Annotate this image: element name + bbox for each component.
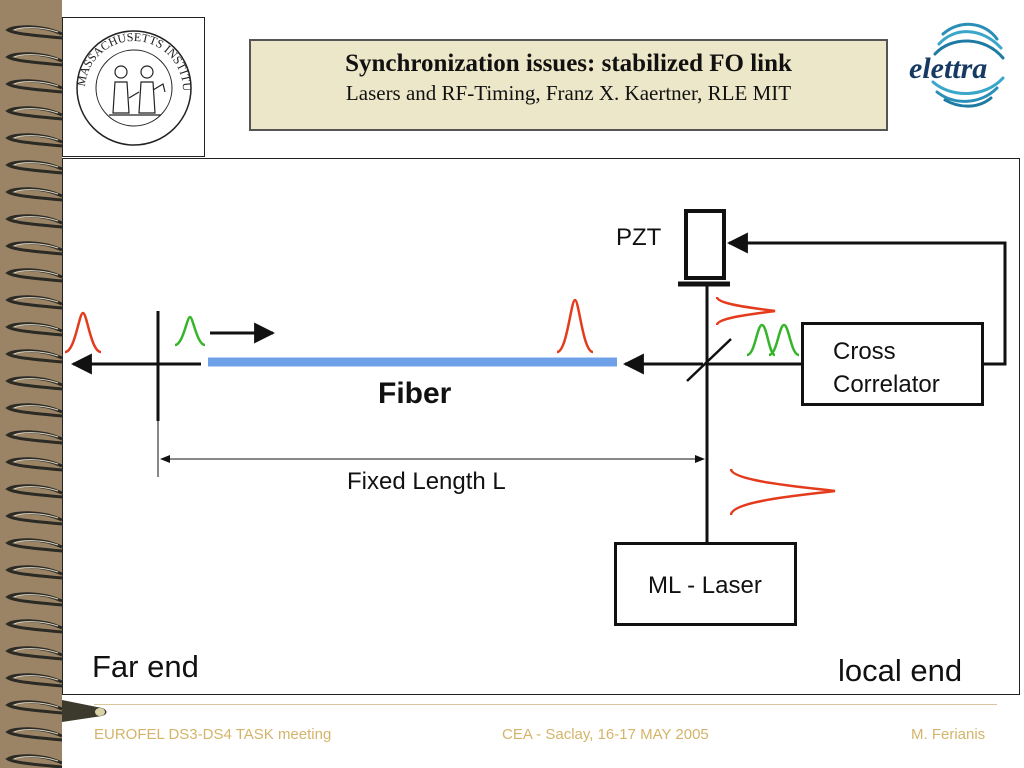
spiral-loop-highlight bbox=[13, 270, 59, 276]
spiral-loop-highlight bbox=[13, 567, 59, 573]
pulse-red-reflected bbox=[715, 296, 776, 326]
cross-correlator-label: Cross Correlator bbox=[833, 335, 940, 401]
spiral-loop-highlight bbox=[13, 405, 59, 411]
spiral-loop bbox=[5, 322, 62, 337]
footer-author: M. Ferianis bbox=[911, 726, 986, 743]
spiral-loop bbox=[5, 214, 62, 229]
spiral-loop bbox=[5, 673, 62, 688]
spiral-loop bbox=[5, 754, 62, 768]
cross-correlator-box: Cross Correlator bbox=[801, 322, 984, 406]
footer-location-date: CEA - Saclay, 16-17 MAY 2005 bbox=[502, 726, 709, 743]
spiral-loop-highlight bbox=[13, 243, 59, 249]
ml-laser-box: ML - Laser bbox=[614, 542, 797, 626]
spiral-loop-highlight bbox=[13, 486, 59, 492]
footer-divider bbox=[94, 704, 997, 705]
spiral-loop-highlight bbox=[13, 594, 59, 600]
spiral-loop-highlight bbox=[13, 297, 59, 303]
spiral-loop bbox=[5, 592, 62, 607]
spiral-loop-highlight bbox=[13, 432, 59, 438]
spiral-loop-highlight bbox=[13, 27, 59, 33]
spiral-loop-highlight bbox=[13, 216, 59, 222]
spiral-binding bbox=[0, 0, 62, 768]
elettra-swirl-icon: elettra bbox=[909, 22, 1005, 108]
pen-nib-icon bbox=[62, 700, 107, 722]
spiral-loop bbox=[5, 484, 62, 499]
spiral-loop-highlight bbox=[13, 162, 59, 168]
spiral-loop bbox=[5, 52, 62, 67]
spiral-loop-highlight bbox=[13, 702, 59, 708]
spiral-loop bbox=[5, 25, 62, 40]
spiral-loop bbox=[5, 106, 62, 121]
spiral-loop bbox=[5, 727, 62, 742]
spiral-loop-highlight bbox=[13, 54, 59, 60]
pzt-actuator bbox=[684, 209, 726, 280]
pulse-green-1 bbox=[746, 323, 776, 357]
pulse-red-laser bbox=[729, 468, 836, 516]
spiral-loop bbox=[5, 133, 62, 148]
spiral-loop bbox=[5, 160, 62, 175]
spiral-loop-highlight bbox=[13, 135, 59, 141]
diagram: PZT Fiber Fixed Length L ML - Laser Cros… bbox=[62, 158, 1020, 695]
spiral-loop-highlight bbox=[13, 675, 59, 681]
pzt-label: PZT bbox=[616, 224, 662, 251]
spiral-loop bbox=[5, 376, 62, 391]
spiral-loop-highlight bbox=[13, 324, 59, 330]
ml-laser-label: ML - Laser bbox=[648, 572, 762, 599]
pulse-green-2 bbox=[768, 323, 800, 357]
spiral-loop bbox=[5, 403, 62, 418]
spiral-loop-highlight bbox=[13, 189, 59, 195]
spiral-loop-highlight bbox=[13, 81, 59, 87]
spiral-loop-highlight bbox=[13, 756, 59, 762]
beamsplitter bbox=[686, 338, 732, 382]
spiral-loop-highlight bbox=[13, 378, 59, 384]
spiral-loop bbox=[5, 646, 62, 661]
pulse-red-fiber bbox=[556, 298, 594, 354]
fixed-length-label: Fixed Length L bbox=[347, 468, 506, 495]
diagram-graphic bbox=[64, 209, 1007, 542]
pulse-green-far bbox=[174, 315, 206, 347]
spiral-loop bbox=[5, 430, 62, 445]
mit-seal-text: MASSACHUSETTS INSTITUTE OF TECHNOLOGY bbox=[63, 18, 194, 92]
mit-seal-icon: MASSACHUSETTS INSTITUTE OF TECHNOLOGY bbox=[59, 7, 194, 146]
local-end-label: local end bbox=[838, 653, 963, 688]
spiral-loop bbox=[5, 295, 62, 310]
spiral-loop-highlight bbox=[13, 621, 59, 627]
elettra-wordmark: elettra bbox=[909, 52, 987, 85]
spiral-loop-highlight bbox=[13, 108, 59, 114]
mit-logo: MASSACHUSETTS INSTITUTE OF TECHNOLOGY bbox=[59, 7, 205, 157]
elettra-logo: elettra bbox=[905, 14, 1010, 109]
footer-event: EUROFEL DS3-DS4 TASK meeting bbox=[94, 726, 332, 743]
spiral-loop bbox=[5, 187, 62, 202]
spiral-loop bbox=[5, 241, 62, 256]
cross-correlator-line2: Correlator bbox=[833, 371, 940, 398]
slide-subtitle: Lasers and RF-Timing, Franz X. Kaertner,… bbox=[345, 81, 792, 105]
feedback-arrow bbox=[726, 232, 1007, 366]
spiral-loop bbox=[5, 349, 62, 364]
spiral-loop bbox=[5, 268, 62, 283]
cross-correlator-line1: Cross bbox=[833, 338, 896, 365]
title-box: Synchronization issues: stabilized FO li… bbox=[249, 39, 888, 131]
far-end-label: Far end bbox=[92, 649, 199, 684]
spiral-binding-graphic bbox=[5, 25, 62, 768]
slide-title: Synchronization issues: stabilized FO li… bbox=[345, 50, 792, 77]
fiber-label: Fiber bbox=[378, 377, 452, 410]
spiral-loop-highlight bbox=[13, 540, 59, 546]
spiral-loop bbox=[5, 457, 62, 472]
spiral-loop bbox=[5, 79, 62, 94]
spiral-loop-highlight bbox=[13, 513, 59, 519]
spiral-loop bbox=[5, 511, 62, 526]
spiral-loop-highlight bbox=[13, 648, 59, 654]
spiral-loop bbox=[5, 619, 62, 634]
spiral-loop bbox=[5, 565, 62, 580]
spiral-loop bbox=[5, 700, 62, 715]
spiral-loop bbox=[5, 538, 62, 553]
pulse-red-far bbox=[64, 311, 102, 354]
spiral-loop-highlight bbox=[13, 729, 59, 735]
spiral-loop-highlight bbox=[13, 351, 59, 357]
spiral-loop-highlight bbox=[13, 459, 59, 465]
